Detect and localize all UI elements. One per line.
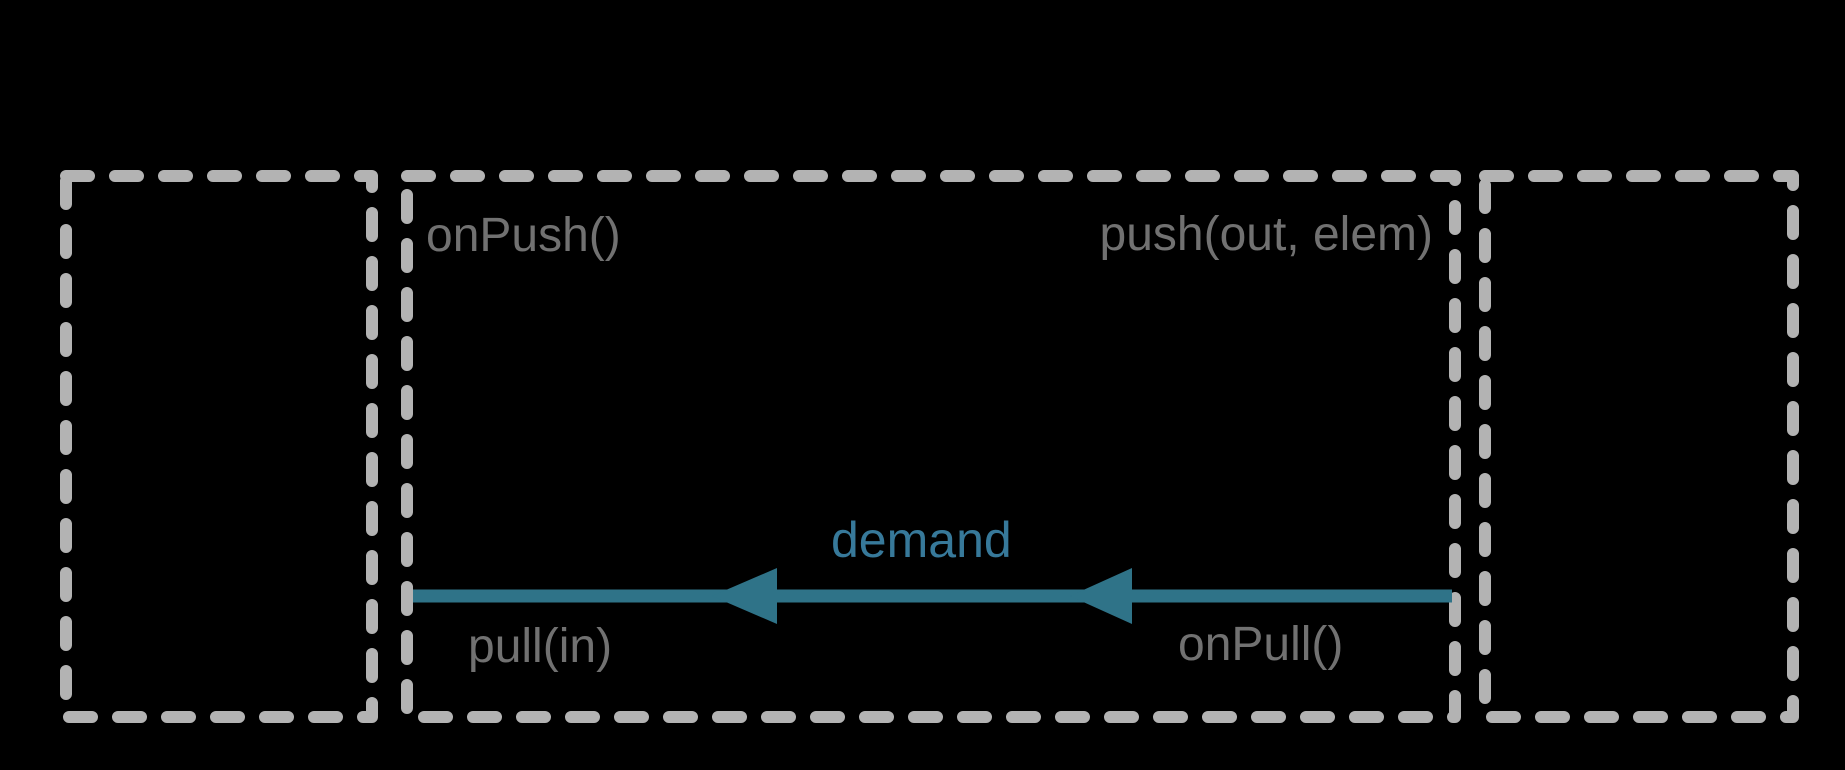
downstream-box: [1479, 170, 1799, 723]
demand-label: demand: [831, 512, 1012, 568]
onpush-label: onPush(): [426, 209, 621, 262]
demand-arrow: [413, 568, 1452, 624]
arrowhead-left-icon: [1070, 568, 1132, 624]
upstream-box: [60, 170, 378, 723]
onpull-label: onPull(): [1178, 618, 1344, 671]
stage-box: [401, 170, 1461, 723]
pull-label: pull(in): [468, 620, 613, 673]
push-label: push(out, elem): [1099, 208, 1434, 261]
arrowhead-left-icon: [712, 568, 777, 624]
